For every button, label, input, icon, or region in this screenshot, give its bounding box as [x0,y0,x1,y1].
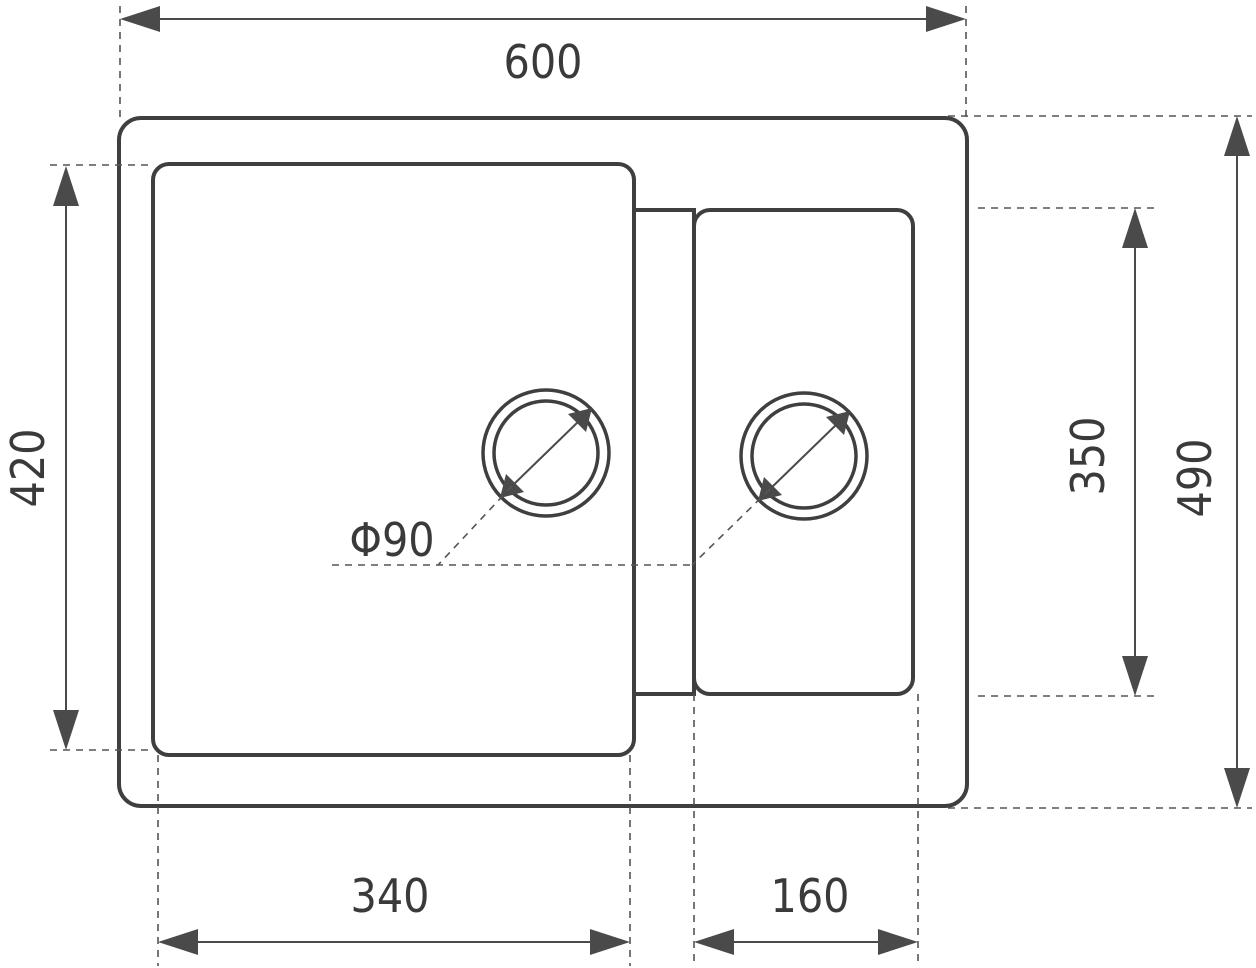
dim-overall-depth-arrow-bottom [1224,768,1250,808]
main-drain-arrow-upper [568,408,592,432]
main-bowl-width-label: 340 [351,869,430,923]
secondary-drain-outer-ring [739,391,869,521]
dim-overall-width-arrow-left [120,6,160,32]
secondary-bowl-depth-label: 350 [1061,417,1115,496]
dim-secondary-width-arrow-left [694,929,734,955]
dim-overall-width-arrow-right [926,6,966,32]
main-bowl-outline [151,162,636,757]
dim-main-width-arrow-right [590,929,630,955]
overall-depth-label: 490 [1168,439,1222,518]
main-drain-inner-ring [492,399,600,507]
secondary-bowl-outline [692,208,915,696]
dim-main-depth-arrow-bottom [53,710,79,750]
dim-secondary-width-arrow-right [878,929,918,955]
dim-secondary-depth-arrow-bottom [1122,656,1148,696]
main-drain-outer-ring [481,388,611,518]
main-bowl-depth-label: 420 [1,429,55,508]
dim-main-width-arrow-left [158,929,198,955]
secondary-drain-diameter-line [769,422,839,490]
secondary-drain-arrow-upper [826,411,850,435]
main-drain-diameter-line [511,419,581,487]
dim-overall-depth-arrow-top [1224,116,1250,156]
dim-main-depth-arrow-top [53,166,79,206]
dim-secondary-depth-arrow-top [1122,208,1148,248]
sink-outer-outline [117,116,969,808]
secondary-bowl-width-label: 160 [771,869,850,923]
bowl-divider-strip [634,208,696,696]
main-drain-leader [437,485,513,566]
drain-diameter-label: Φ90 [349,513,434,567]
overall-width-label: 600 [504,35,583,89]
secondary-drain-leader [691,488,771,566]
secondary-drain-inner-ring [750,402,858,510]
